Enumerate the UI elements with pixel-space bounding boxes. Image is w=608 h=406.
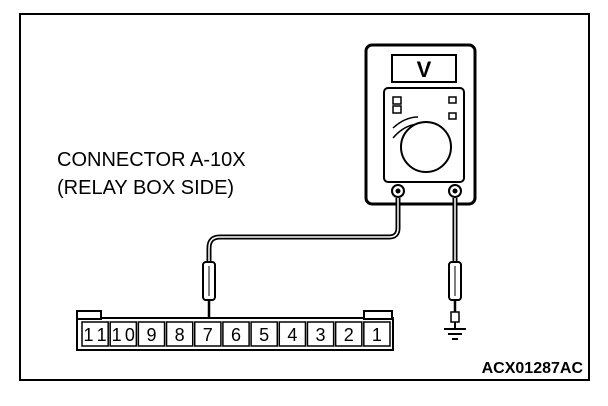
connector-pin-label: 3	[316, 325, 326, 345]
test-probe-icon	[448, 261, 462, 328]
meter-mode-symbol: V	[417, 57, 432, 82]
connector-pin-cell	[306, 321, 335, 347]
connector-pin-cell	[137, 321, 166, 347]
connector-pin-label: 1	[372, 325, 382, 345]
connector-pin-cell	[193, 321, 222, 347]
connector-pin-label: 8	[175, 325, 185, 345]
connector-pin-cell	[250, 321, 279, 347]
connector-pin-cell	[109, 321, 138, 347]
connector-pin-cell	[81, 321, 109, 347]
connector-pin-label: 4	[287, 325, 297, 345]
diagram-frame	[19, 13, 590, 381]
connector-pin-label: 5	[259, 325, 269, 345]
figure-code: ACX01287AC	[482, 360, 584, 377]
connector-pin-label: 2	[344, 325, 354, 345]
connector-pin-label: 7	[203, 325, 213, 345]
connector-pin-label: 9	[146, 325, 156, 345]
ground-icon	[444, 328, 466, 340]
connector-pin-cell	[222, 321, 250, 347]
test-probe-icon	[202, 261, 216, 323]
connector-pin-cell	[278, 321, 307, 347]
connector-name: CONNECTOR A-10X	[57, 149, 246, 171]
connector-side: (RELAY BOX SIDE)	[57, 177, 234, 199]
voltmeter-icon: V	[364, 43, 477, 206]
connector-pin-label: 6	[231, 325, 241, 345]
connector-pin-cell	[363, 321, 391, 347]
lead-wires	[206, 198, 458, 262]
connector-pin-cell	[165, 321, 194, 347]
connector-pin-cell	[334, 321, 363, 347]
